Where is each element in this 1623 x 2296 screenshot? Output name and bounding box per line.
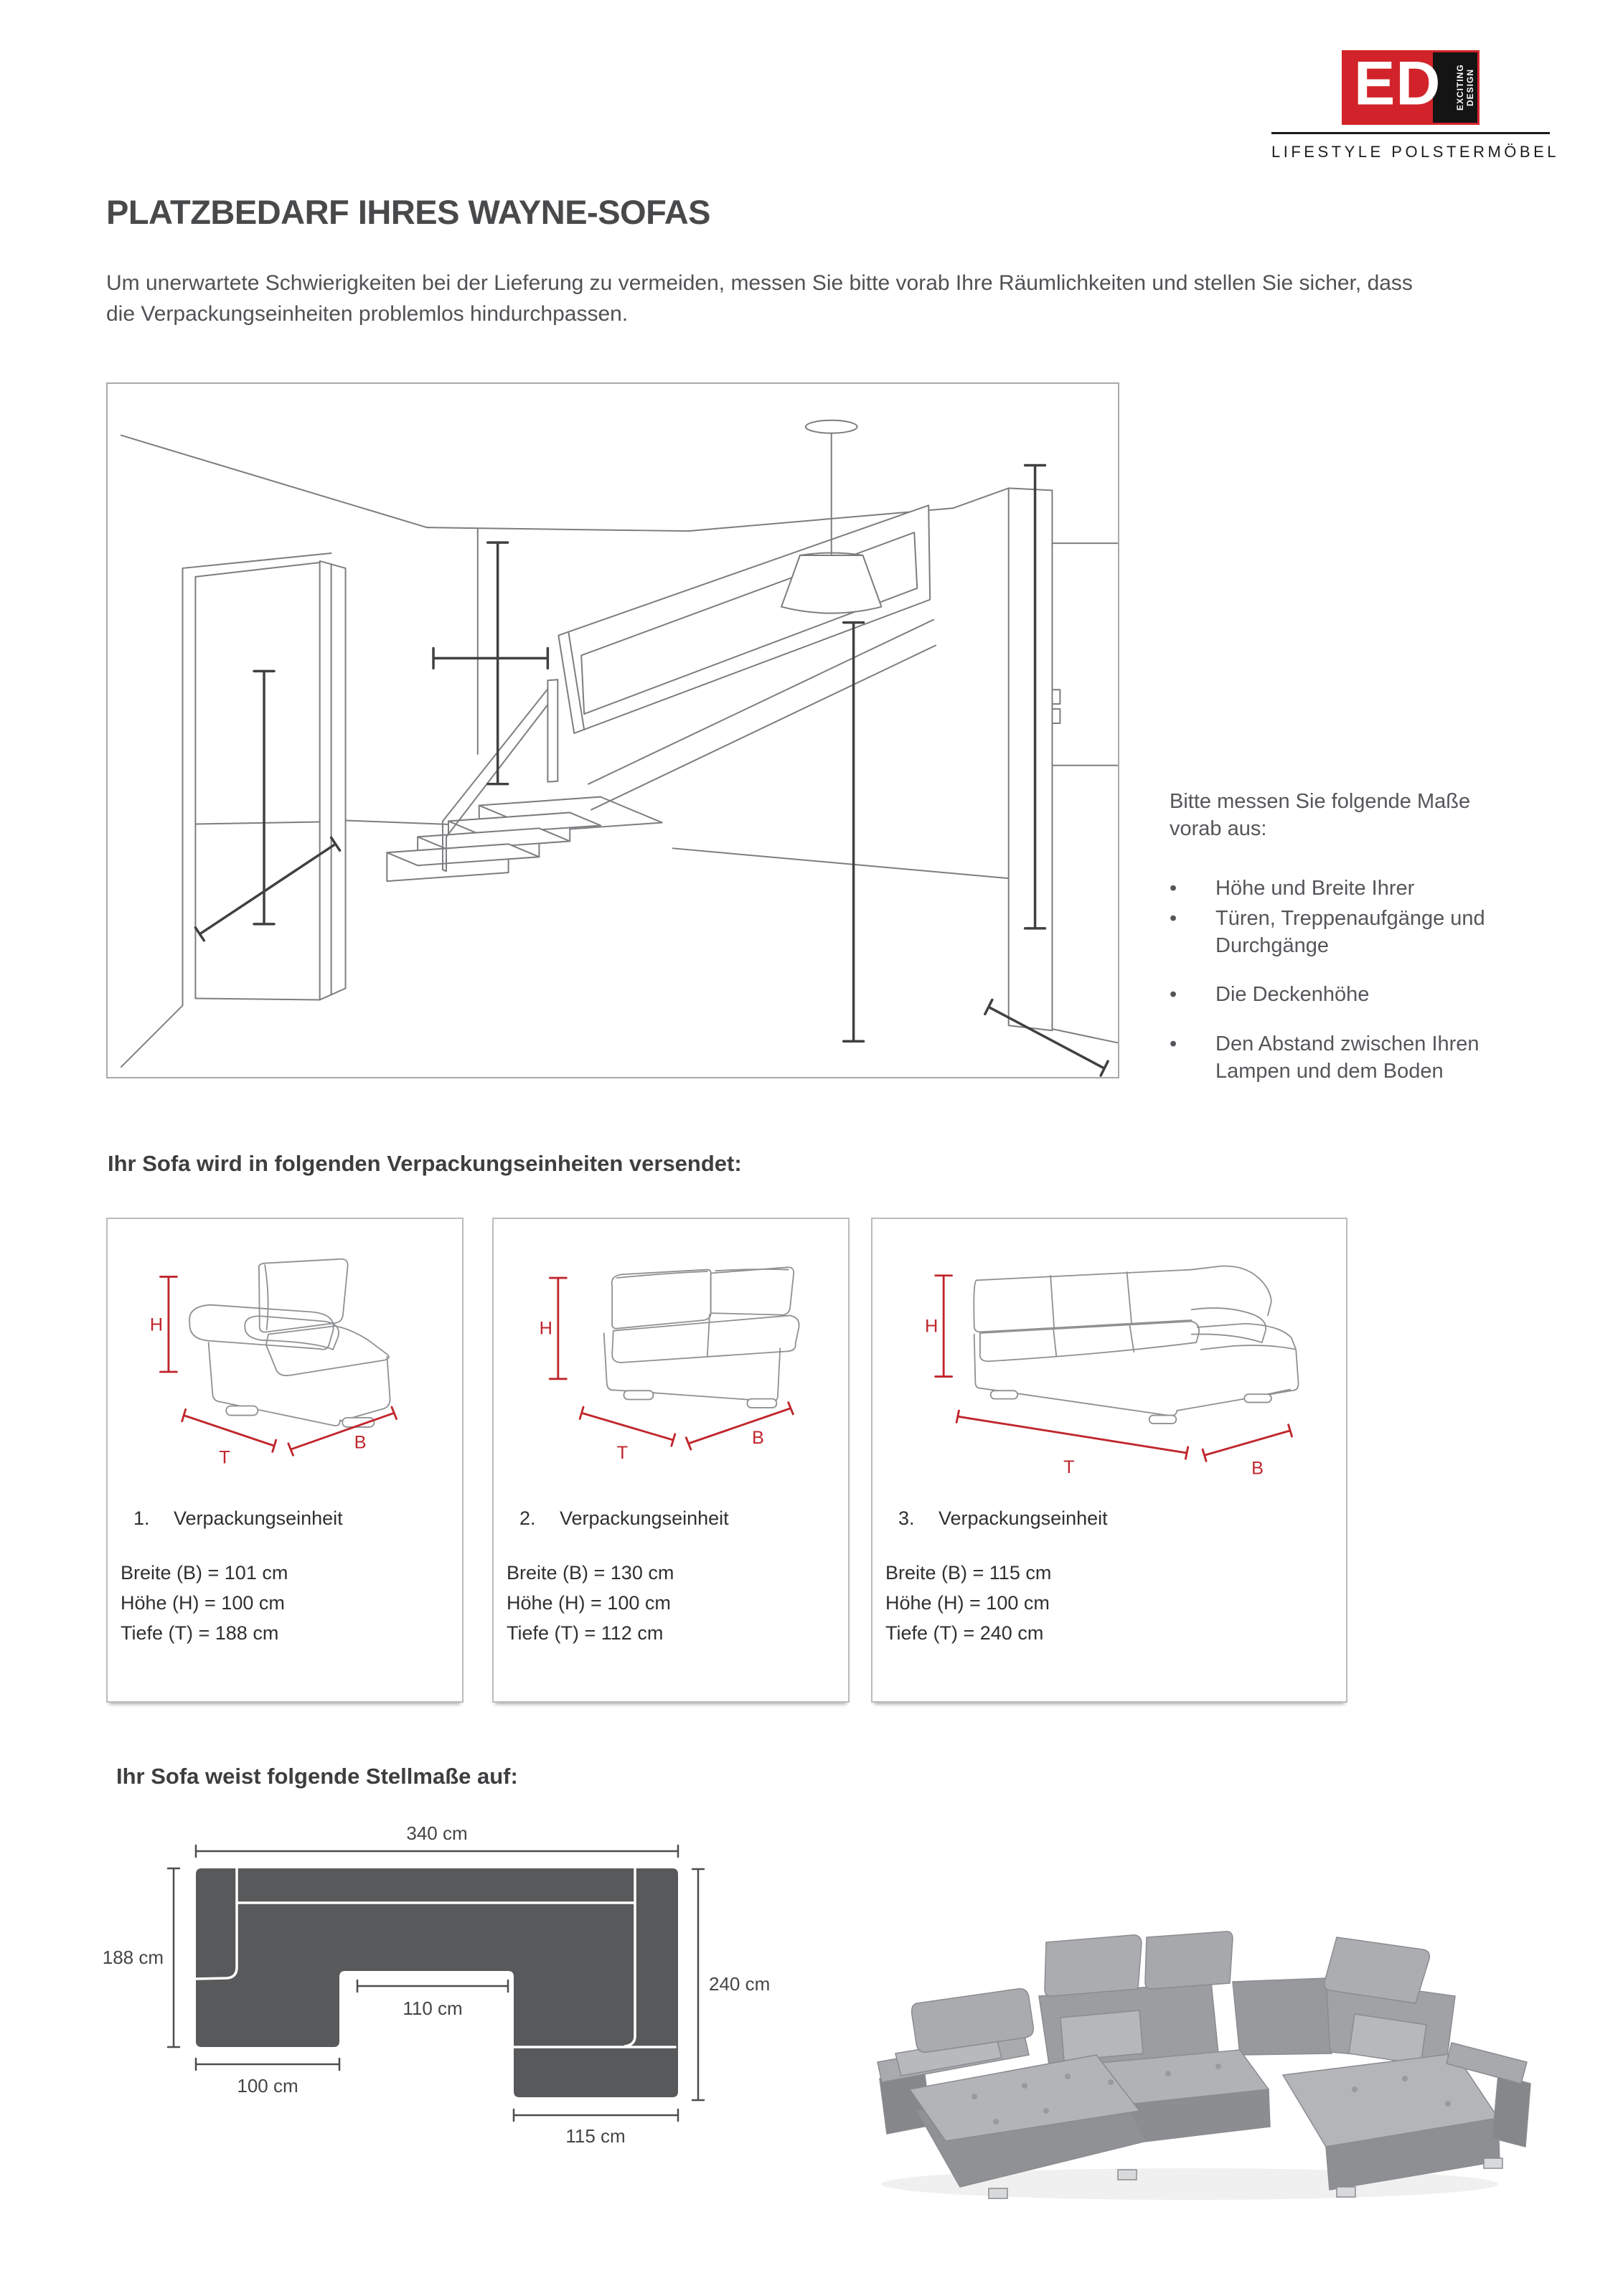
- sofa-photo-drawing: [877, 1931, 1531, 2200]
- door: [182, 552, 347, 1007]
- hoehe-value: Höhe (H) = 100 cm: [885, 1591, 1050, 1614]
- logo-divider: [1271, 132, 1550, 134]
- left-depth-label: 188 cm: [103, 1947, 164, 1968]
- t-dim-letter: T: [219, 1448, 230, 1468]
- measure-note-intro: Bitte messen Sie folgende Maße vorab aus…: [1170, 790, 1471, 841]
- stairs: [386, 796, 663, 883]
- unit-dimensions: Breite (B) = 130 cm Höhe (H) = 100 cm Ti…: [494, 1558, 848, 1649]
- wall-ceiling-diagonal: [120, 434, 428, 529]
- list-item: • Höhe und Breite Ihrer: [1170, 875, 1561, 902]
- door-height-arrow: [253, 669, 276, 926]
- unit-title: 1. Verpackungseinheit: [133, 1507, 343, 1529]
- packaging-unit-1-drawing: H T B: [150, 1258, 397, 1468]
- ceiling-height-arrow: [486, 541, 509, 786]
- tiefe-value: Tiefe (T) = 188 cm: [121, 1622, 279, 1644]
- right-depth-label: 240 cm: [709, 1973, 770, 1995]
- room-measure-arrows: [194, 464, 1109, 1077]
- logo-letters: ED: [1354, 50, 1441, 118]
- h-dim-letter: H: [150, 1315, 163, 1335]
- packaging-unit-3-drawing: H T B: [925, 1265, 1299, 1478]
- b-dim-letter: B: [354, 1432, 367, 1452]
- floorplan-drawing: 340 cm 188 cm 240 cm 110 cm 100 cm 115 c…: [103, 1822, 771, 2147]
- logo-vertical-text: EXCITING DESIGN: [1455, 64, 1475, 111]
- unit-title: 2. Verpackungseinheit: [519, 1507, 729, 1529]
- packaging-heading: Ihr Sofa wird in folgenden Verpackungsei…: [108, 1151, 742, 1176]
- packaging-unit-card-2: H T B 2. Verpackungseinheit Breite (B) =…: [492, 1218, 850, 1703]
- packaging-unit-2-drawing: H T B: [540, 1266, 800, 1463]
- bullet-icon: •: [1170, 876, 1177, 900]
- tiefe-value: Tiefe (T) = 112 cm: [507, 1622, 664, 1644]
- stair-handrail: [441, 679, 559, 872]
- b-dim-letter: B: [1251, 1458, 1264, 1478]
- tiefe-value: Tiefe (T) = 240 cm: [885, 1622, 1044, 1644]
- left-width-label: 100 cm: [237, 2075, 298, 2097]
- door-width-arrow: [194, 836, 342, 942]
- stair-balustrade: [558, 504, 937, 811]
- room-drawing: [120, 419, 1119, 1077]
- sofa-footprint: [196, 1868, 678, 2097]
- unit-dimensions: Breite (B) = 101 cm Höhe (H) = 100 cm Ti…: [108, 1558, 462, 1649]
- t-dim-letter: T: [1063, 1457, 1075, 1477]
- floorplan-dimensions: [166, 1844, 705, 2122]
- breite-value: Breite (B) = 115 cm: [885, 1562, 1052, 1584]
- ed-logo-mark: ED EXCITING DESIGN: [1342, 50, 1479, 125]
- b-dim-letter: B: [752, 1428, 764, 1448]
- bullet-icon: •: [1170, 983, 1177, 1007]
- list-item: • Türen, Treppenaufgänge und Durchgänge: [1170, 905, 1561, 960]
- total-width-label: 340 cm: [406, 1822, 467, 1844]
- floorplan-figure: 340 cm 188 cm 240 cm 110 cm 100 cm 115 c…: [100, 1808, 789, 2156]
- page-intro: Um unerwartete Schwierigkeiten bei der L…: [106, 271, 1413, 326]
- floorplan-heading: Ihr Sofa weist folgende Stellmaße auf:: [116, 1764, 518, 1789]
- t-dim-letter: T: [617, 1443, 629, 1463]
- list-item: • Die Deckenhöhe: [1170, 981, 1561, 1008]
- list-item: • Den Abstand zwischen Ihren Lampen und …: [1170, 1030, 1561, 1086]
- breite-value: Breite (B) = 101 cm: [121, 1562, 288, 1584]
- brand-logo: ED EXCITING DESIGN LIFESTYLE POLSTERMÖBE…: [1271, 50, 1559, 161]
- bullet-icon: •: [1170, 906, 1177, 930]
- pendant-lamp: [781, 419, 883, 614]
- logo-subtitle: LIFESTYLE POLSTERMÖBEL: [1271, 143, 1559, 161]
- lamp-floor-arrow: [842, 621, 865, 1043]
- hoehe-value: Höhe (H) = 100 cm: [121, 1591, 285, 1614]
- right-wall-opening: [1007, 487, 1119, 1032]
- sofa-photo: [809, 1874, 1541, 2215]
- inner-width-label: 110 cm: [403, 1998, 462, 2019]
- packaging-unit-card-1: H T B 1. Verpackungseinheit Breite (B) =…: [106, 1218, 464, 1703]
- measure-note: Bitte messen Sie folgende Maße vorab aus…: [1170, 788, 1561, 1106]
- unit-dimensions: Breite (B) = 115 cm Höhe (H) = 100 cm Ti…: [872, 1558, 1346, 1649]
- h-dim-letter: H: [540, 1319, 552, 1339]
- opening-height-arrow: [1023, 464, 1047, 930]
- right-width-label: 115 cm: [565, 2125, 625, 2147]
- hoehe-value: Höhe (H) = 100 cm: [507, 1591, 671, 1614]
- bullet-icon: •: [1170, 1032, 1177, 1055]
- room-measurement-figure: [106, 382, 1119, 1078]
- h-dim-letter: H: [925, 1316, 938, 1336]
- measure-note-list: • Höhe und Breite Ihrer • Türen, Treppen…: [1170, 875, 1561, 1086]
- packaging-unit-card-3: H T B 3. Verpackungseinheit Breite (B) =…: [871, 1218, 1347, 1703]
- logo-black-panel: [1433, 52, 1477, 123]
- unit-title: 3. Verpackungseinheit: [898, 1507, 1108, 1529]
- passage-width-arrow: [432, 646, 550, 670]
- opening-width-arrow: [984, 998, 1109, 1077]
- page-title: PLATZBEDARF IHRES WAYNE-SOFAS: [106, 193, 711, 231]
- breite-value: Breite (B) = 130 cm: [507, 1562, 674, 1584]
